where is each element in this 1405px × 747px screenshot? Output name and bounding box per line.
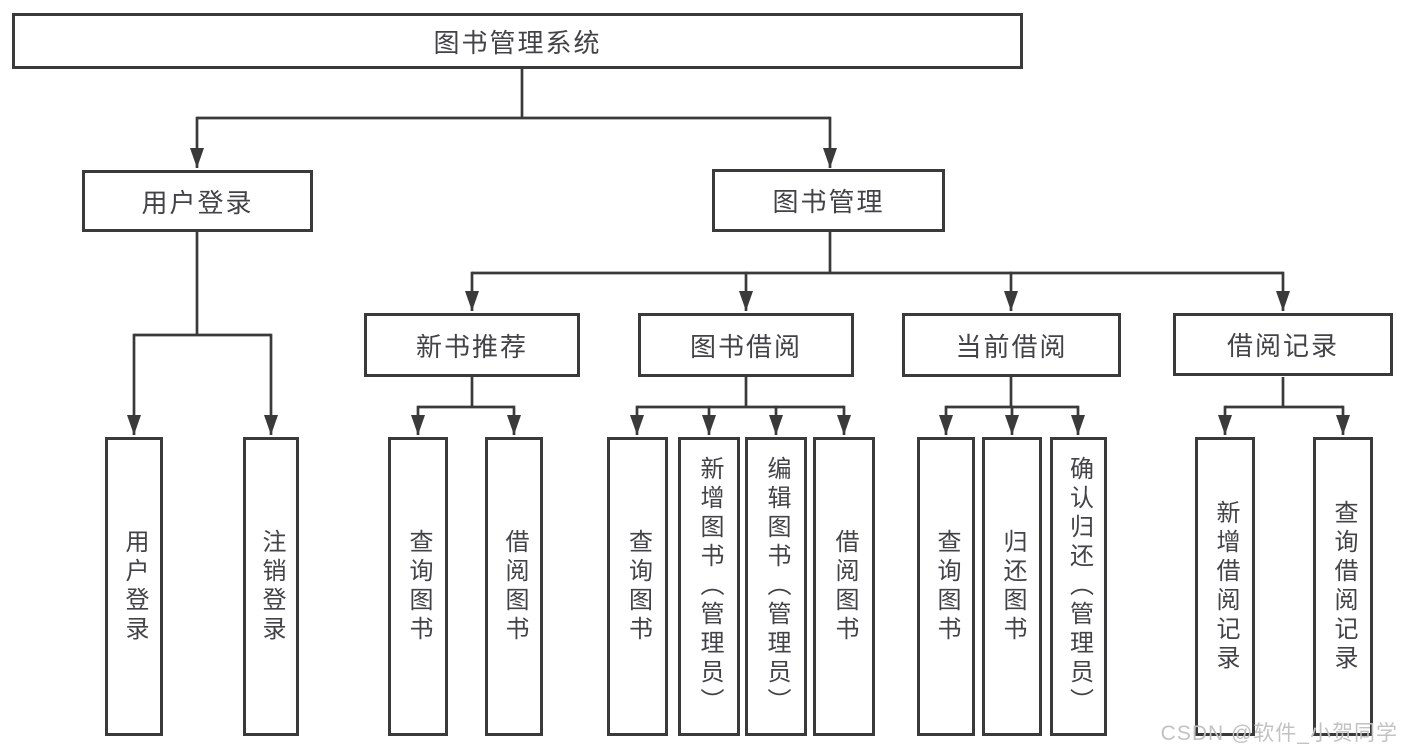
node-cb-return-books: 归还图书	[982, 437, 1042, 736]
node-borrowing-records: 借阅记录	[1173, 313, 1393, 376]
node-label: 用户登录	[121, 528, 148, 645]
node-label: 归还图书	[999, 528, 1026, 645]
csdn-watermark: CSDN @软件_小贺同学	[1160, 722, 1398, 745]
node-book-borrowing: 图书借阅	[638, 313, 854, 377]
node-label: 图书借阅	[689, 331, 802, 362]
node-logout-leaf: 注销登录	[243, 437, 299, 736]
node-nbr-borrow-books: 借阅图书	[485, 437, 543, 736]
node-bb-query-books: 查询图书	[607, 437, 668, 736]
node-label: 用户登录	[141, 187, 254, 218]
node-label: 借阅图书	[831, 528, 858, 645]
node-label: 新增图书（管理员）	[696, 456, 723, 717]
node-nbr-query-books: 查询图书	[388, 437, 448, 736]
node-br-add-record: 新增借阅记录	[1195, 437, 1255, 736]
node-cb-confirm-return-admin: 确认归还（管理员）	[1050, 437, 1107, 736]
node-current-borrowing: 当前借阅	[902, 313, 1121, 377]
node-label: 注销登录	[258, 528, 285, 645]
node-root: 图书管理系统	[12, 13, 1023, 69]
node-book-management: 图书管理	[712, 169, 945, 232]
node-user-login: 用户登录	[82, 170, 313, 232]
node-bb-borrow-books: 借阅图书	[813, 437, 875, 736]
node-bb-edit-books-admin: 编辑图书（管理员）	[745, 437, 807, 736]
node-label: 新书推荐	[415, 331, 528, 362]
node-label: 查询图书	[405, 528, 432, 645]
node-login-leaf: 用户登录	[105, 437, 163, 736]
node-new-book-recommend: 新书推荐	[364, 313, 580, 377]
node-label: 当前借阅	[955, 331, 1068, 362]
node-bb-add-books-admin: 新增图书（管理员）	[678, 437, 740, 736]
node-label: 新增借阅记录	[1212, 499, 1239, 674]
node-label: 查询借阅记录	[1330, 499, 1357, 674]
node-label: 确认归还（管理员）	[1065, 456, 1093, 717]
node-label: 借阅记录	[1226, 331, 1339, 361]
node-label: 图书管理系统	[433, 27, 602, 58]
node-label: 查询图书	[933, 528, 960, 645]
node-br-query-record: 查询借阅记录	[1313, 437, 1373, 736]
node-label: 编辑图书（管理员）	[763, 456, 790, 717]
node-label: 借阅图书	[501, 528, 528, 645]
node-label: 查询图书	[624, 528, 652, 645]
node-cb-query-books: 查询图书	[917, 437, 975, 736]
node-label: 图书管理	[772, 187, 885, 217]
